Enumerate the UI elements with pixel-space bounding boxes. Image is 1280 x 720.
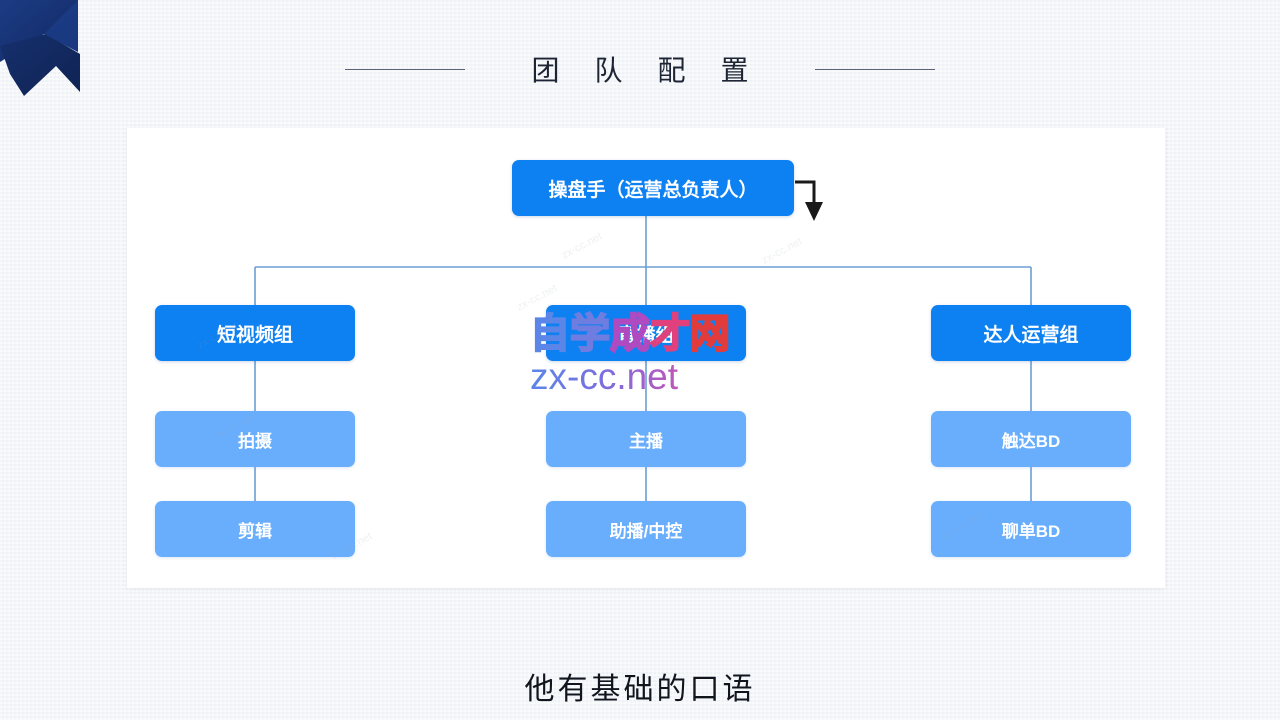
org-node-member-1b[interactable]: 剪辑 [155, 501, 355, 557]
org-node-root-label: 操盘手（运营总负责人） [548, 179, 758, 201]
org-node-root[interactable]: 操盘手（运营总负责人） [512, 160, 794, 216]
org-node-member-3b[interactable]: 聊单BD [931, 501, 1131, 557]
org-node-group-3[interactable]: 达人运营组 [931, 305, 1131, 361]
org-node-group-1[interactable]: 短视频组 [155, 305, 355, 361]
header-rule-right [814, 68, 935, 70]
header-rule-left [345, 68, 466, 70]
org-node-member-2a-label: 主播 [629, 431, 663, 451]
org-node-member-1a-label: 拍摄 [238, 431, 272, 451]
org-node-member-2b[interactable]: 助播/中控 [546, 501, 746, 557]
org-node-group-1-label: 短视频组 [216, 324, 293, 346]
org-node-member-2a[interactable]: 主播 [546, 411, 746, 467]
org-node-group-2-label: 直播组 [617, 324, 675, 346]
org-node-member-3a[interactable]: 触达BD [931, 411, 1131, 467]
org-node-member-3a-label: 触达BD [1001, 431, 1061, 451]
org-node-member-3b-label: 聊单BD [1001, 521, 1061, 541]
org-node-member-2b-label: 助播/中控 [609, 521, 683, 541]
slide-subtitle: 他有基础的口语 [524, 673, 756, 706]
slide-header: 团 队 配 置 [0, 40, 1280, 98]
page-title: 团 队 配 置 [531, 56, 763, 87]
org-node-group-3-label: 达人运营组 [983, 324, 1079, 346]
org-node-member-1b-label: 剪辑 [238, 521, 272, 541]
org-node-group-2[interactable]: 直播组 [546, 305, 746, 361]
org-node-member-1a[interactable]: 拍摄 [155, 411, 355, 467]
